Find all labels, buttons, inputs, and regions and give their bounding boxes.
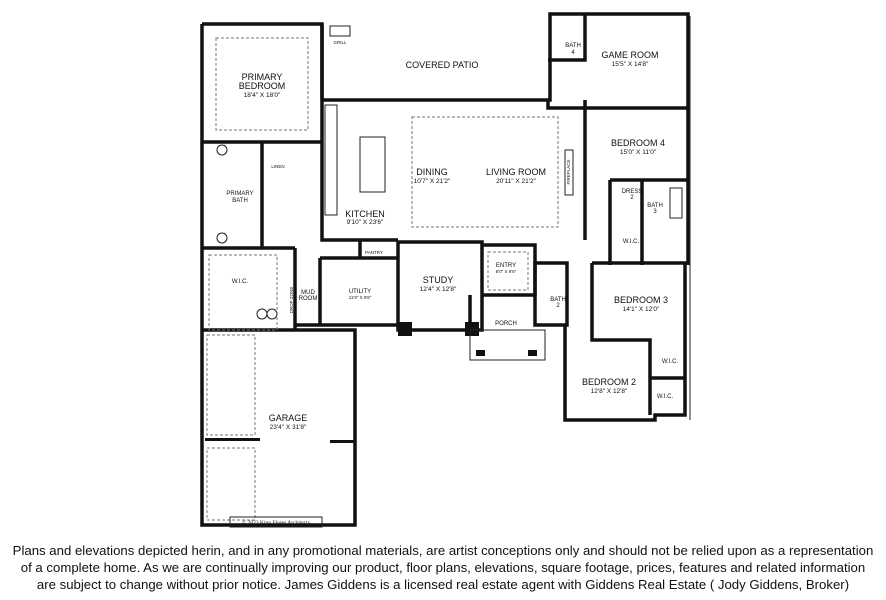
bedroom2-dims: 12'8" X 12'8"	[591, 388, 628, 395]
porch-label: PORCH	[495, 321, 517, 327]
disclaimer-line-3: are subject to change without prior noti…	[36, 577, 850, 592]
floor-plan: COVERED PATIO GRILL PRIMARY BEDROOM 18'4…	[200, 12, 691, 528]
fixtures	[206, 16, 691, 528]
bath3-label: BATH	[647, 203, 663, 209]
utility-dims: 11'9" X 9'6"	[349, 295, 372, 300]
primary-wic-label: W.I.C.	[232, 279, 249, 285]
utility-label: UTILITY	[349, 289, 371, 295]
bath2-label: BATH	[550, 297, 566, 303]
bath3-num: 3	[653, 209, 657, 215]
wic-bed4-label: W.I.C.	[623, 239, 640, 245]
bath2-num: 2	[556, 303, 560, 309]
primary-bedroom-dims: 18'4" X 18'0"	[244, 92, 281, 99]
entry-label: ENTRY	[496, 263, 516, 269]
mud-room-label-1: MUD	[301, 290, 315, 296]
disclaimer-line-2: of a complete home. As we are continuall…	[20, 560, 866, 575]
primary-bath-label-2: BATH	[232, 198, 248, 204]
bedroom4-label: BEDROOM 4	[611, 138, 665, 148]
entry-dims: 8'0" X 8'5"	[496, 269, 517, 274]
drop-zone-label: DROP ZONE	[289, 287, 294, 314]
garage-label: GARAGE	[269, 413, 308, 423]
disclaimer: Plans and elevations depicted herin, and…	[0, 542, 886, 593]
copyright-label: © 2023 Kipp Flores Architects	[242, 519, 310, 526]
living-room-label: LIVING ROOM	[486, 167, 546, 177]
dining-dims: 10'7" X 21'2"	[414, 178, 451, 185]
covered-patio-label: COVERED PATIO	[406, 60, 479, 70]
linen-label: LINEN	[271, 164, 284, 169]
wic-bed2-label: W.I.C.	[657, 394, 674, 400]
bedroom3-dims: 14'1" X 12'0"	[623, 306, 660, 313]
bedroom4-dims: 15'0" X 11'0"	[620, 149, 657, 156]
mud-room-label-2: ROOM	[299, 296, 318, 302]
wic-bed3-label: W.I.C.	[662, 359, 679, 365]
primary-bedroom-label-2: BEDROOM	[239, 81, 286, 91]
garage-dims: 23'4" X 31'8"	[270, 424, 307, 431]
disclaimer-line-1: Plans and elevations depicted herin, and…	[12, 543, 874, 558]
grill-label: GRILL	[333, 40, 347, 45]
living-room-dims: 20'11" X 21'2"	[496, 178, 537, 185]
bedroom2-label: BEDROOM 2	[582, 377, 636, 387]
dress2-label: DRESS	[622, 189, 643, 195]
study-label: STUDY	[423, 275, 454, 285]
primary-bath-label-1: PRIMARY	[226, 191, 253, 197]
game-room-dims: 15'5" X 14'8"	[612, 61, 649, 68]
primary-bedroom-label-1: PRIMARY	[242, 72, 283, 82]
game-room-label: GAME ROOM	[601, 50, 658, 60]
walls	[200, 12, 690, 527]
kitchen-dims: 9'10" X 23'6"	[347, 219, 384, 226]
fireplace-label: FIREPLACE	[566, 159, 571, 184]
bath4-num: 4	[571, 50, 575, 56]
dress2-num: 2	[630, 195, 634, 201]
dining-label: DINING	[416, 167, 448, 177]
pantry-label: PANTRY	[365, 250, 383, 255]
bedroom3-label: BEDROOM 3	[614, 295, 668, 305]
kitchen-label: KITCHEN	[345, 209, 385, 219]
study-dims: 12'4" X 12'8"	[420, 286, 457, 293]
bath4-label: BATH	[565, 43, 581, 49]
